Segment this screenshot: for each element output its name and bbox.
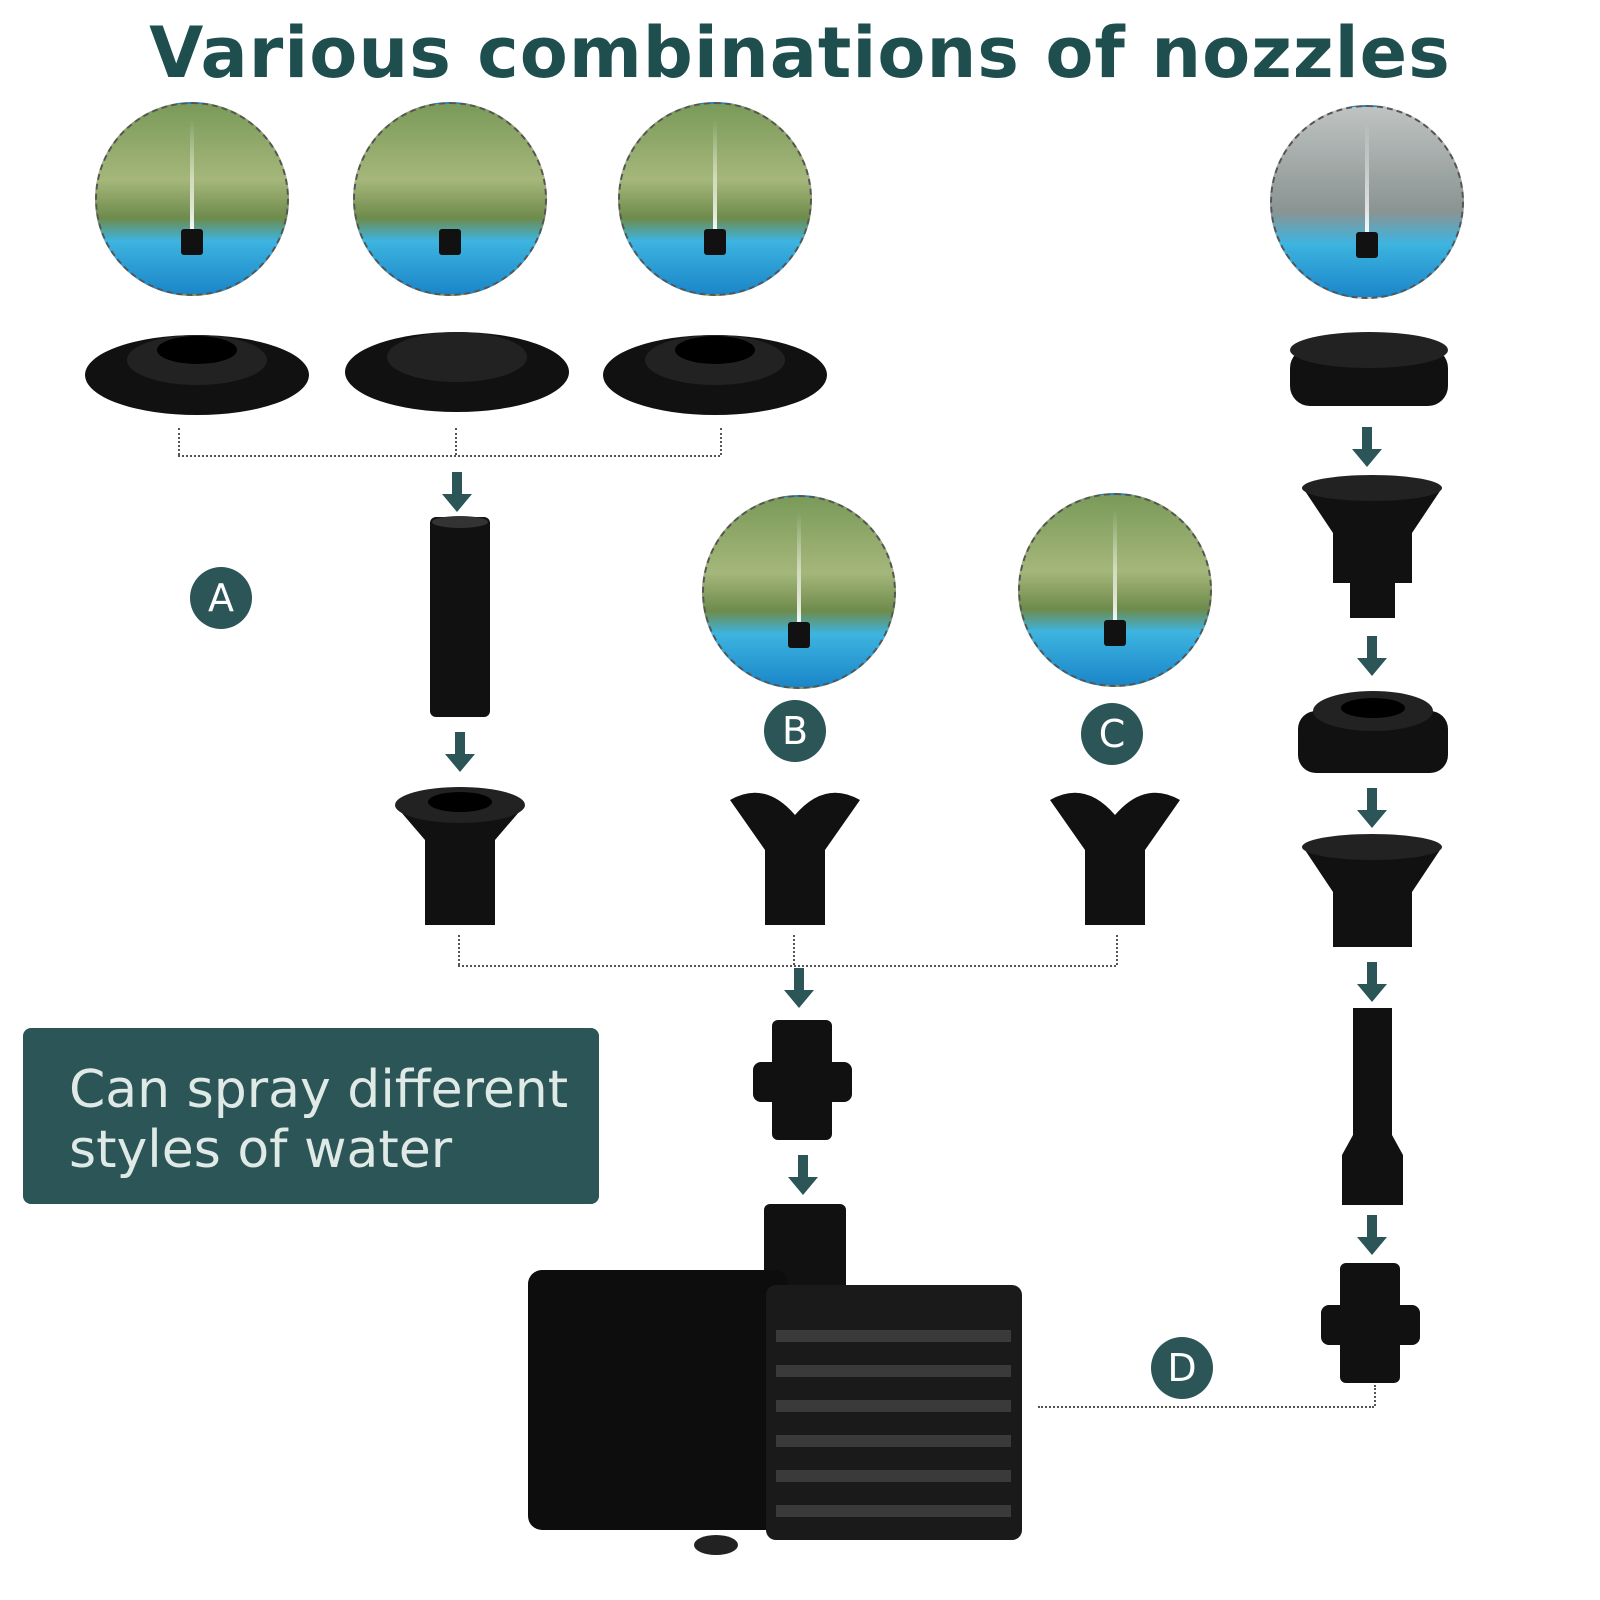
feature-note-box: Can spray different styles of water <box>23 1028 599 1204</box>
label-c-badge: C <box>1081 703 1143 765</box>
connector-line <box>793 935 795 965</box>
water-pump <box>528 1204 1022 1555</box>
spray-photo-4 <box>1270 105 1464 299</box>
adapter-connector <box>753 1020 852 1140</box>
page-title: Various combinations of nozzles <box>149 12 1451 94</box>
nozzle-cup-a <box>395 787 525 925</box>
arrow-down-icon <box>1357 962 1387 1002</box>
arrow-down-icon <box>1357 636 1387 676</box>
arrow-down-icon <box>788 1155 818 1195</box>
connector-line <box>178 428 180 455</box>
funnel-cup-1 <box>1302 475 1442 618</box>
connector-line <box>1038 1406 1374 1408</box>
note-line-2: styles of water <box>69 1120 453 1180</box>
arrow-down-icon <box>445 732 475 772</box>
flower-nozzle-2 <box>345 332 569 412</box>
connector-line <box>1374 1385 1376 1406</box>
label-a-badge: A <box>190 567 252 629</box>
connector-line <box>1116 935 1118 965</box>
spray-photo-c <box>1018 493 1212 687</box>
extension-tube <box>430 516 490 717</box>
spray-photo-b <box>702 495 896 689</box>
connector-line <box>720 428 722 455</box>
flower-nozzle-1 <box>85 335 309 415</box>
nozzle-tulip-b <box>730 792 860 925</box>
spray-photo-1 <box>95 102 289 296</box>
flower-nozzle-3 <box>603 335 827 415</box>
adapter-connector-d <box>1321 1263 1420 1383</box>
gear-ring <box>1298 691 1448 773</box>
multi-jet-nozzle <box>1290 332 1448 406</box>
connector-line <box>458 965 1116 967</box>
arrow-down-icon <box>1352 427 1382 467</box>
spray-photo-2 <box>353 102 547 296</box>
arrow-down-icon <box>442 472 472 512</box>
tapered-tube <box>1342 1008 1403 1205</box>
arrow-down-icon <box>1357 1215 1387 1255</box>
nozzle-tulip-c <box>1050 792 1180 925</box>
note-line-1: Can spray different <box>69 1060 569 1120</box>
connector-line <box>455 428 457 455</box>
connector-line <box>178 455 720 457</box>
arrow-down-icon <box>784 968 814 1008</box>
label-b-badge: B <box>764 700 826 762</box>
funnel-cup-2 <box>1302 834 1442 947</box>
arrow-down-icon <box>1357 788 1387 828</box>
label-d-badge: D <box>1151 1337 1213 1399</box>
connector-line <box>458 935 460 965</box>
spray-photo-3 <box>618 102 812 296</box>
